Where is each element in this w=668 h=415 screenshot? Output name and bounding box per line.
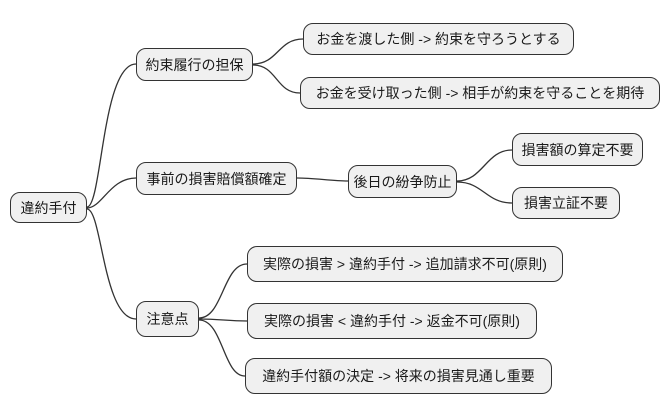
connector-dispute-to-no-proof — [456, 181, 513, 204]
connector-root-to-predetermined-damages — [86, 177, 137, 209]
connector-root-to-promise-security — [86, 63, 137, 208]
node-promise-fulfillment-security: 約束履行の担保 — [136, 48, 253, 81]
node-no-damage-calculation: 損害額の算定不要 — [512, 133, 643, 166]
node-deposit-amount-decision: 違約手付額の決定 -> 将来の損害見通し重要 — [245, 358, 552, 394]
connector-cautions-to-no-refund — [198, 318, 248, 322]
node-predetermined-damages: 事前の損害賠償額確定 — [136, 162, 297, 195]
connector-promise-to-money-giver — [252, 38, 304, 65]
node-cautions: 注意点 — [136, 301, 199, 337]
connector-cautions-to-amount-decision — [198, 319, 246, 377]
connector-promise-to-money-receiver — [252, 64, 301, 94]
connector-cautions-to-no-additional-claim — [198, 263, 248, 319]
node-no-additional-claim: 実際の損害 > 違約手付 -> 追加請求不可(原則) — [247, 246, 563, 282]
connector-dispute-to-no-calculation — [456, 149, 513, 182]
node-root: 違約手付 — [10, 192, 87, 223]
node-money-giver: お金を渡した側 -> 約束を守ろうとする — [303, 23, 574, 55]
node-no-refund: 実際の損害 < 違約手付 -> 返金不可(原則) — [247, 303, 537, 339]
node-dispute-prevention: 後日の紛争防止 — [348, 165, 457, 198]
connector-root-to-cautions — [86, 208, 137, 320]
node-no-damage-proof: 損害立証不要 — [512, 187, 620, 219]
node-money-receiver: お金を受け取った側 -> 相手が約束を守ることを期待 — [300, 77, 660, 109]
connector-damages-to-dispute-prevention — [296, 177, 349, 182]
